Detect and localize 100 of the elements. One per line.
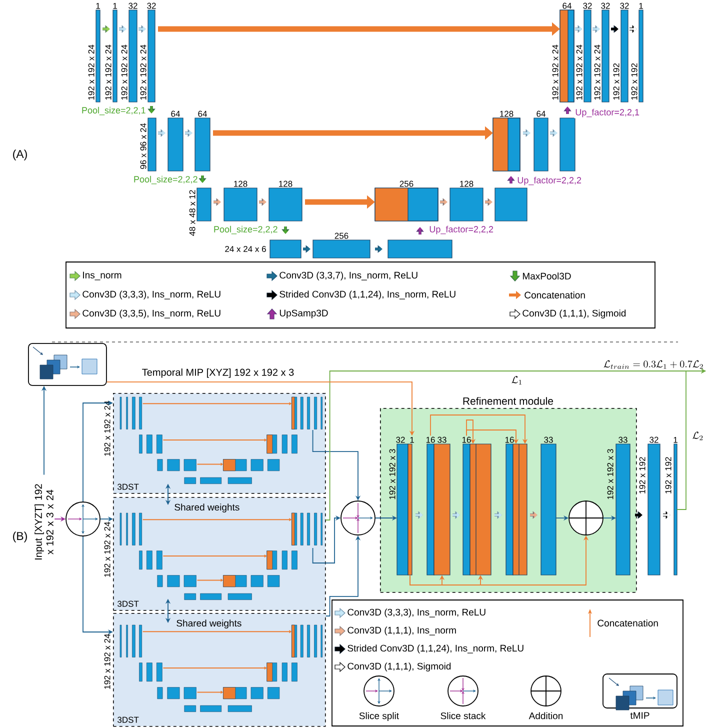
dimension-label: 192 x 192 [613,63,620,100]
feature-map-block: 32 [396,436,408,576]
legend-label: UpSamp3D [280,310,328,318]
feature-map-block: 16 [426,436,435,576]
legend-label: Conv3D (3,3,5), Ins_norm, ReLU [82,310,220,318]
node-label: 128 [279,180,292,187]
legend-label: Conv3D (3,3,3), Ins_norm, ReLU [348,608,486,618]
legend-label: MaxPool3D [522,272,571,280]
feature-map-block: 128 [268,180,302,222]
legend-label: Conv3D (1,1,1), Sigmoid [522,310,626,318]
feature-map-block: 1 [408,436,414,576]
feature-map-block: 32 [128,2,138,102]
dimension-label: 192 x 192 x 24 [552,44,558,100]
node-label: 128 [500,110,514,117]
legend-label: Slice split [359,712,399,722]
feature-map-block: 64 [194,110,210,172]
feature-map-block: 64 [168,110,184,172]
edge-label: Pool_size=2,2,2 [132,174,199,186]
slice-stack-symbol [340,500,376,536]
projection-icon [28,343,107,386]
dimension-label: 24 x 24 x 6 [225,246,266,252]
feature-map-block: 32 [583,2,592,102]
dimension-label: 192 x 192 x 3 [607,449,614,500]
feature-map-block [494,188,528,222]
dimension-label: 48 x 48 x 12 [189,190,196,236]
dimension-label: 192 x 192 x 24 [140,44,146,100]
node-label: 128 [234,180,248,187]
feature-map-block: 128 [492,110,520,172]
edge-label: Pool_size=2,2,1 [80,106,147,116]
dimension-label: 192 x 192 x 24 [104,634,110,689]
legend-label: Concatenation [598,620,658,626]
node-label: 33 [438,436,446,443]
legend-label: Strided Conv3D (1,1,24), Ins_norm, ReLU [348,644,524,654]
node-label: 16 [462,436,471,443]
legend-label: Ins_norm [83,272,122,280]
feature-map-block [512,444,528,576]
node-label: 256 [400,180,414,187]
feature-map-block: 33 [434,436,450,576]
feature-map-block [470,444,492,576]
legend-label: Conv3D (3,3,7), Ins_norm, ReLU [280,272,418,280]
feature-map-block: 32 [648,436,660,576]
edge-label: Up_factor=2,2,2 [516,176,582,186]
node-label: 256 [334,232,348,239]
node-label: 16 [426,436,435,443]
dimension-label: 192 x 192 [665,457,672,494]
feature-map-block [388,240,452,258]
dimension-label: 192 x 192 x 24 [121,44,128,100]
edge-label: Pool_size=2,2,2 [212,224,279,236]
feature-map-block: 1 [674,436,678,576]
dimension-label: 192 x 192 x 3 [389,449,396,500]
legend-label: Conv3D (1,1,1), Ins_norm [348,626,456,636]
panel-label: (B) [13,532,27,542]
edge-label: $\mathcal{L}_2$ [691,430,705,442]
loss-formula: $\mathcal{L}_{train} = 0.3\mathcal{L}_1 + 0.7\mathcal{L}_2$ [604,360,703,369]
node-label: 64 [536,110,546,117]
node-label: 33 [544,436,553,443]
feature-map-block: 33 [540,436,556,576]
dimension-label: 192 x 192 x 24 [594,44,600,100]
feature-map-block: 256 [312,232,370,258]
feature-map-block: 16 [505,436,514,576]
feature-map-block: 1 [638,2,644,102]
feature-map-block: 33 [616,436,630,576]
edge-label: $\mathcal{L}_1$ [510,375,524,386]
feature-map-block: 32 [601,2,610,102]
feature-map-block: 128 [224,180,258,222]
feature-map-block: 32 [147,2,156,102]
dimension-label: 192 x 192 [639,457,646,494]
dimension-label: 192 x 192 x 24 [104,522,110,577]
legend-label: Conv3D (1,1,1), Sigmoid [348,662,451,672]
legend-label: Conv3D (3,3,3), Ins_norm, ReLU [82,290,220,300]
legend-label: tMIP [630,712,650,719]
dimension-label: 192 x 192 [631,63,638,100]
feature-map-block: 64 [534,110,548,172]
dimension-label: 192 x 192 x 24 [88,44,94,100]
edge-label: Temporal MIP [XYZ] 192 x 192 x 3 [140,367,296,379]
dimension-label: 192 x 192 x 24 [105,44,112,100]
legend-label: Strided Conv3D (1,1,24), Ins_norm, ReLU [280,290,456,300]
panel-label: (A) [13,150,27,160]
legend-label: Addition [528,712,563,720]
input-label: Input [XYZT] 192 x 192 x 3 x 24 [34,484,54,560]
node-label: 16 [505,436,514,443]
edge-label: Shared weights [175,618,243,630]
addition-symbol [568,500,604,536]
feature-map-block: 128 [450,180,484,222]
feature-map-block: 1 [112,2,118,102]
feature-map-block: 16 [462,436,471,576]
legend-label: Slice stack [440,712,486,720]
node-label: 64 [171,110,180,117]
feature-map-block [560,118,576,172]
dimension-label: 96 x 96 x 24 [140,123,146,169]
feature-map-block: 256 [374,180,438,222]
node-label: 128 [460,180,474,187]
feature-map-block: 64 [560,2,574,102]
legend-label: Concatenation [524,292,585,298]
feature-map-block: 32 [620,2,629,102]
node-label: 1 [410,436,414,443]
edge-label: Up_factor=2,2,2 [428,224,494,236]
node-label: Refinement module [463,397,554,405]
slice-split-symbol [66,502,100,536]
edge-label: Shared weights [173,502,241,514]
